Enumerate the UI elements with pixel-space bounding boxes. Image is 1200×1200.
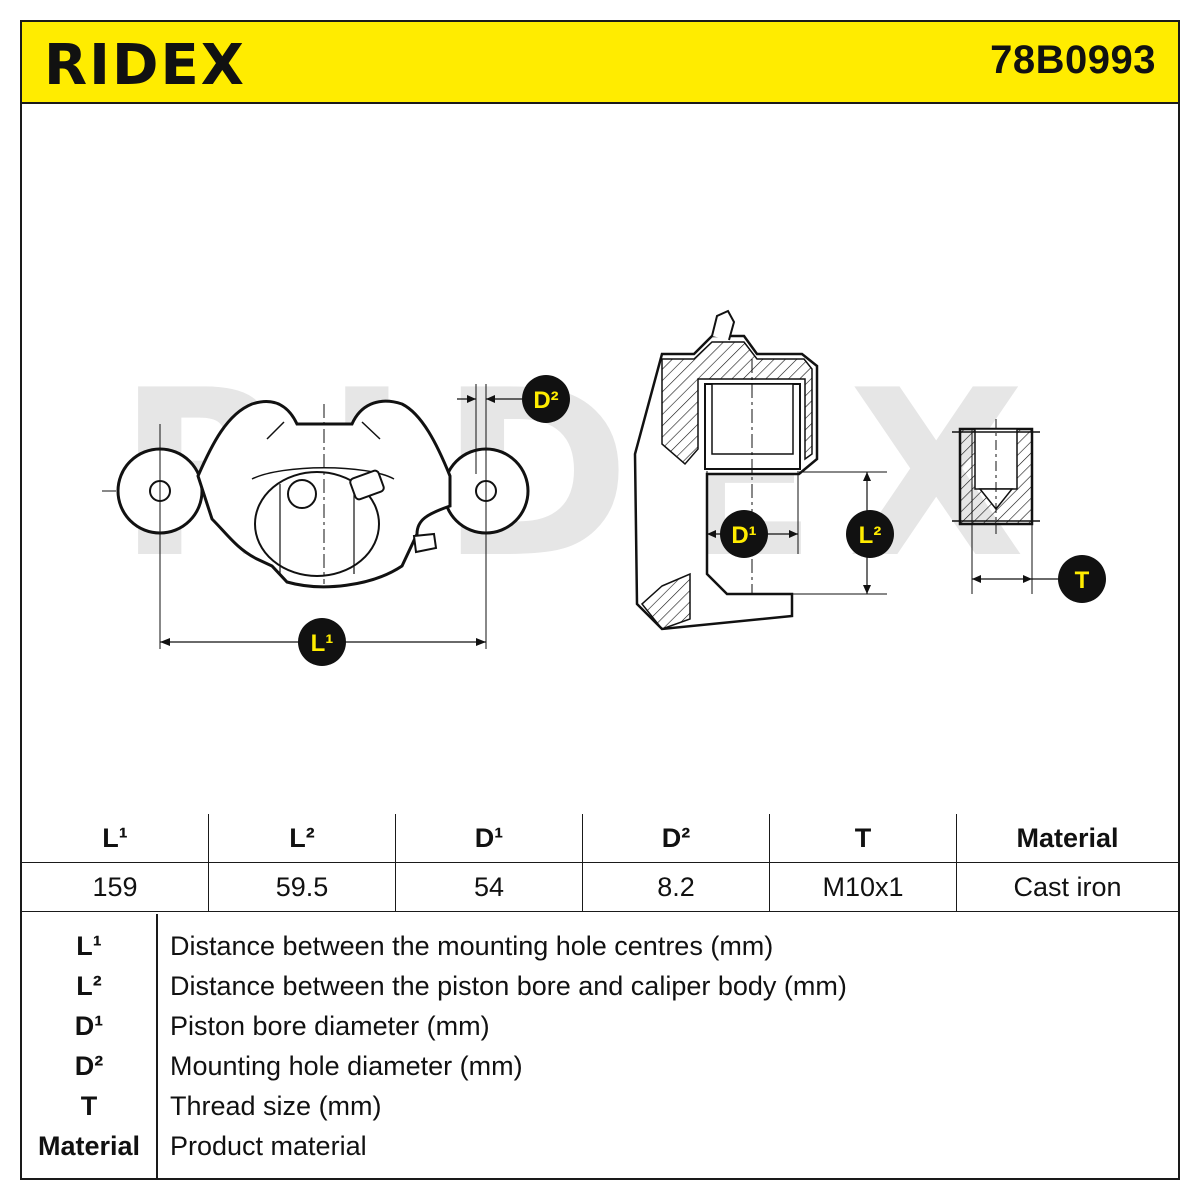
legend-row: L² Distance between the piston bore and … [22,966,1178,1006]
svg-text:L¹: L¹ [311,630,334,657]
callout-l2: L² [846,510,894,558]
legend-desc: Distance between the mounting hole centr… [170,931,774,961]
legend-divider [156,914,158,1178]
caliper-section-view [633,309,887,631]
svg-text:RIDEX: RIDEX [44,33,246,94]
ridex-logo: RIDEX [44,33,246,94]
svg-text:D¹: D¹ [731,522,756,549]
legend-desc: Distance between the piston bore and cal… [170,971,847,1001]
part-number: 78B0993 [990,38,1156,82]
spec-value-d2: 8.2 [582,862,770,912]
spec-value-t: M10x1 [769,862,957,912]
callout-d1: D¹ [720,510,768,558]
callout-l1: L¹ [298,618,346,666]
legend-row: Material Product material [22,1126,1178,1166]
spec-header-l1: L¹ [22,814,209,863]
datasheet-frame: RIDEX 78B0993 RIDEX [20,20,1180,1180]
legend-row: D² Mounting hole diameter (mm) [22,1046,1178,1086]
legend-desc: Mounting hole diameter (mm) [170,1051,523,1081]
header-bar: RIDEX 78B0993 [22,22,1178,104]
spec-header-d2: D² [582,814,770,863]
svg-text:L²: L² [859,522,882,549]
svg-text:D²: D² [533,387,558,414]
spec-value-material: Cast iron [956,862,1178,912]
callout-t: T [1058,555,1106,603]
spec-value-l2: 59.5 [208,862,396,912]
thread-section-view [952,419,1062,594]
spec-header-t: T [769,814,957,863]
spec-value-d1: 54 [395,862,583,912]
legend-desc: Piston bore diameter (mm) [170,1011,490,1041]
svg-text:T: T [1075,567,1090,594]
legend-key: D² [74,1051,104,1081]
spec-header-l2: L² [208,814,396,863]
spec-header-row: L¹ L² D¹ D² T Material [22,814,1178,863]
legend-key: L² [76,971,102,1001]
caliper-diagram: RIDEX [102,309,1106,666]
legend-row: L¹ Distance between the mounting hole ce… [22,926,1178,966]
legend-key: L¹ [76,931,102,961]
spec-value-l1: 159 [22,862,209,912]
legend-key: Material [37,1131,141,1161]
legend-key: T [80,1091,98,1121]
legend-desc: Product material [170,1131,367,1161]
legend-desc: Thread size (mm) [170,1091,382,1121]
legend: L¹ Distance between the mounting hole ce… [22,914,1178,1178]
spec-header-d1: D¹ [395,814,583,863]
legend-row: T Thread size (mm) [22,1086,1178,1126]
spec-table: L¹ L² D¹ D² T Material 159 59.5 54 8.2 M… [22,814,1178,912]
legend-row: D¹ Piston bore diameter (mm) [22,1006,1178,1046]
caliper-front-view [102,384,530,649]
legend-key: D¹ [74,1011,104,1041]
spec-header-material: Material [956,814,1178,863]
spec-value-row: 159 59.5 54 8.2 M10x1 Cast iron [22,862,1178,912]
callout-d2: D² [522,375,570,423]
